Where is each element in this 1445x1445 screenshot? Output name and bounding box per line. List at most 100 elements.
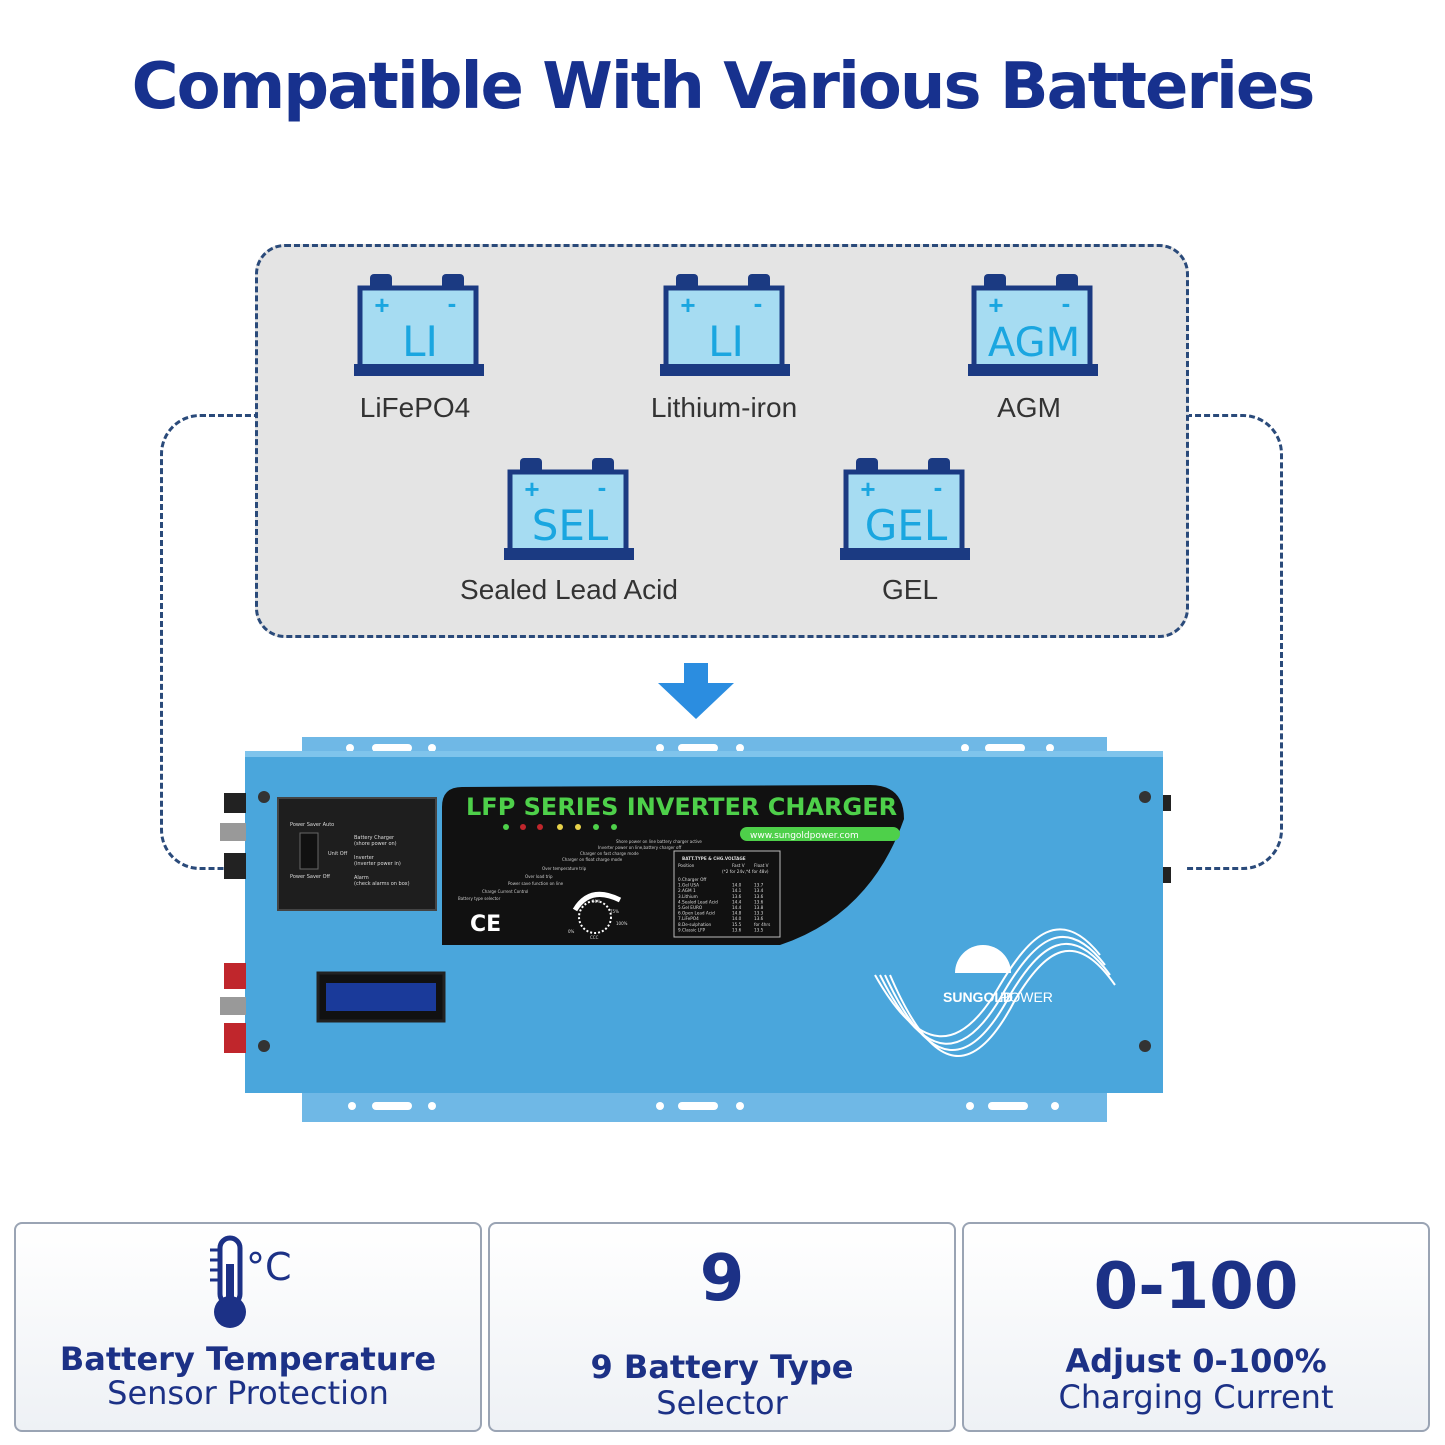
table-header: Position bbox=[678, 863, 695, 868]
brand-name-right: POWER bbox=[1000, 989, 1053, 1005]
table-cell: 13.6 bbox=[754, 899, 764, 904]
battery-label: LI bbox=[708, 317, 744, 366]
table-cell: 4.Sealed Lead Acid bbox=[678, 899, 718, 904]
feature-big-number: 0-100 bbox=[1093, 1250, 1299, 1324]
minus-sign: - bbox=[934, 472, 943, 502]
indicator-label: Inverter power on line,battery charger o… bbox=[598, 845, 682, 850]
feature-line1: Adjust 0-100% bbox=[1065, 1342, 1327, 1380]
battery-caption-lifepo4: LiFePO4 bbox=[359, 392, 471, 423]
battery-icon-agm: + - AGM bbox=[966, 272, 1106, 382]
table-cell: 13.6 bbox=[754, 916, 764, 921]
battery-label: GEL bbox=[865, 501, 948, 550]
battery-icon-sel: + - SEL bbox=[502, 456, 642, 566]
table-cell: 13.3 bbox=[754, 911, 764, 916]
table-cell: 7.LiFePO4 bbox=[678, 916, 699, 921]
dial-label: 0% bbox=[568, 929, 575, 934]
feature-big-number: 9 bbox=[699, 1242, 745, 1316]
inverter-website: www.sungoldpower.com bbox=[750, 831, 859, 841]
table-title: BATT.TYPE & CHG.VOLTAGE bbox=[682, 856, 746, 861]
table-cell: 13.8 bbox=[754, 905, 764, 910]
brand-name-left: SUNGOLD bbox=[943, 989, 1013, 1005]
table-cell: 3.Lithium bbox=[678, 894, 698, 899]
remote-label-battery-charger: Battery Charger bbox=[354, 835, 395, 841]
battery-label: LI bbox=[402, 317, 438, 366]
indicator-label: Charger on float charge mode bbox=[562, 857, 623, 862]
battery-caption-lithium-iron: Lithium-iron bbox=[650, 392, 798, 423]
indicator-label: Battery type selector bbox=[458, 896, 501, 901]
plus-sign: + bbox=[374, 290, 389, 320]
celsius-unit: °C bbox=[246, 1245, 292, 1289]
feature-line2: Selector bbox=[656, 1384, 788, 1422]
feature-line1: 9 Battery Type bbox=[590, 1348, 854, 1386]
indicator-label: Shore power on line battery charger acti… bbox=[616, 839, 702, 844]
dial-label: 75% bbox=[610, 909, 619, 914]
remote-label-inverter: Inverter bbox=[354, 855, 375, 861]
plus-sign: + bbox=[524, 474, 539, 504]
dc-terminals bbox=[220, 793, 246, 1053]
feature-line1: Battery Temperature bbox=[59, 1340, 437, 1378]
table-cell: 9.Classic LFP bbox=[678, 927, 706, 932]
table-note: (*2 for 24v,*4 for 48v) bbox=[722, 869, 769, 874]
indicator-label: Power save function on line bbox=[508, 881, 564, 886]
minus-sign: - bbox=[448, 288, 457, 318]
battery-caption-agm: AGM bbox=[997, 392, 1061, 423]
table-cell: 13.6 bbox=[732, 927, 742, 932]
table-cell: for 4hrs bbox=[754, 922, 770, 927]
sungold-wave-logo bbox=[874, 928, 1116, 1057]
minus-sign: - bbox=[598, 472, 607, 502]
remote-label-unit-off: Unit Off bbox=[328, 851, 348, 857]
dial-label: CCC bbox=[590, 935, 599, 940]
right-connector-dash bbox=[1186, 414, 1283, 870]
battery-caption-sealed-lead-acid: Sealed Lead Acid bbox=[460, 574, 678, 605]
indicator-label: Charger on fast charge mode bbox=[580, 851, 639, 856]
remote-label-shore-power: (shore power on) bbox=[354, 841, 397, 847]
plus-sign: + bbox=[860, 474, 875, 504]
table-cell: 13.4 bbox=[754, 888, 764, 893]
battery-type-table bbox=[673, 850, 781, 938]
feature-line2: Sensor Protection bbox=[107, 1374, 389, 1412]
table-cell: 14.0 bbox=[732, 883, 742, 888]
remote-label-inverter-power: (inverter power in) bbox=[354, 861, 401, 867]
battery-icon-gel: + - GEL bbox=[838, 456, 978, 566]
status-leds bbox=[503, 824, 617, 830]
minus-sign: - bbox=[754, 288, 763, 318]
table-cell: 14.4 bbox=[732, 905, 742, 910]
table-cell: 1.Gel USA bbox=[678, 883, 699, 888]
indicator-label: Charge Current Control bbox=[482, 889, 528, 894]
table-header: Float V bbox=[754, 863, 769, 868]
battery-icon-lifepo4: + - LI bbox=[352, 272, 492, 382]
minus-sign: - bbox=[1062, 288, 1071, 318]
table-cell: 13.6 bbox=[754, 894, 764, 899]
dial-arrow-icon bbox=[572, 891, 622, 912]
power-rocker-switch bbox=[299, 832, 319, 870]
dial-label: 50% bbox=[592, 899, 601, 904]
table-cell: 13.6 bbox=[732, 894, 742, 899]
table-cell: 6.Open Lead Acid bbox=[678, 911, 715, 916]
plus-sign: + bbox=[988, 290, 1003, 320]
page-title: Compatible With Various Batteries bbox=[131, 50, 1316, 124]
indicator-label: Over load trip bbox=[525, 874, 553, 879]
table-cell: 14.8 bbox=[732, 911, 742, 916]
remote-label-alarm: Alarm bbox=[354, 875, 369, 881]
feature-card-charging-current: 0-100 Adjust 0-100% Charging Current bbox=[962, 1222, 1430, 1432]
indicator-label: Over temperature trip bbox=[542, 866, 587, 871]
remote-label-alarm-check: (check alarms on box) bbox=[354, 881, 410, 887]
battery-icon-lithium-iron: + - LI bbox=[658, 272, 798, 382]
battery-label: AGM bbox=[988, 320, 1080, 366]
inverter-title: LFP SERIES INVERTER CHARGER bbox=[466, 793, 897, 821]
table-cell: 13.7 bbox=[754, 883, 764, 888]
ce-mark: CE bbox=[470, 912, 501, 937]
feature-card-battery-type: 9 9 Battery Type Selector bbox=[488, 1222, 956, 1432]
table-cell: 14.1 bbox=[732, 888, 742, 893]
battery-caption-gel: GEL bbox=[881, 574, 939, 605]
front-label-panel bbox=[442, 785, 904, 945]
dial-label: 100% bbox=[616, 921, 628, 926]
left-connector-dash bbox=[160, 414, 259, 870]
inverter-charger-unit: Power Saver Auto Unit Off Power Saver Of… bbox=[220, 737, 1171, 1122]
feature-line2: Charging Current bbox=[1058, 1378, 1334, 1416]
table-cell: 14.4 bbox=[732, 899, 742, 904]
plus-sign: + bbox=[680, 290, 695, 320]
sun-logo-icon bbox=[955, 945, 1011, 973]
remote-label-power-saver-off: Power Saver Off bbox=[290, 874, 331, 880]
